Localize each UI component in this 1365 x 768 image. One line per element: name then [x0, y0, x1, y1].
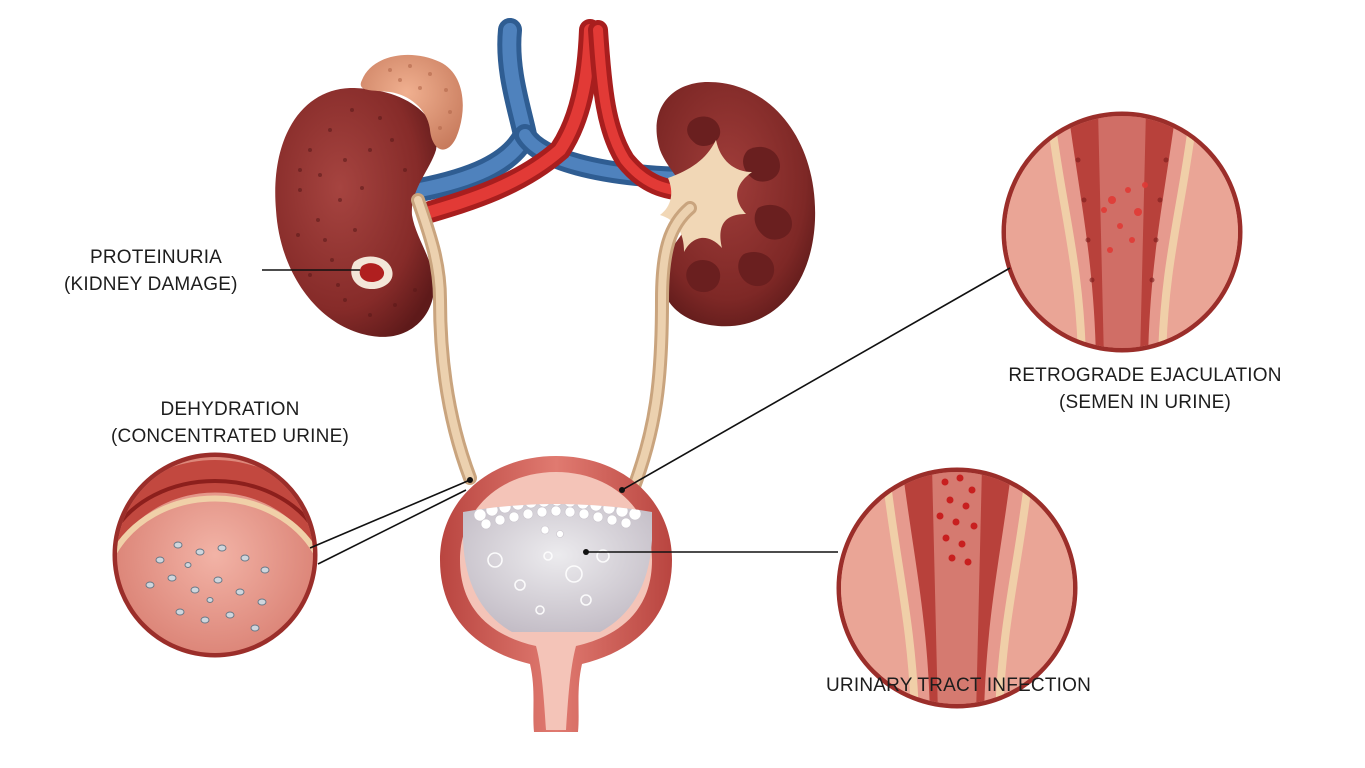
- dehydration-magnified-view: [112, 452, 318, 658]
- proteinuria-label: PROTEINURIA (KIDNEY DAMAGE): [64, 244, 238, 298]
- proteinuria-title: PROTEINURIA: [90, 247, 223, 268]
- retrograde-ejaculation-title: RETROGRADE EJACULATION: [1008, 365, 1282, 386]
- uti-title: URINARY TRACT INFECTION: [826, 675, 1092, 696]
- leader-lines: [262, 267, 1011, 565]
- adrenal-gland: [360, 54, 463, 150]
- retrograde-ejaculation-magnified-view: [1001, 111, 1243, 353]
- bladder: [440, 456, 672, 732]
- dehydration-label: DEHYDRATION (CONCENTRATED URINE): [100, 396, 360, 450]
- dehydration-title: DEHYDRATION: [160, 399, 300, 420]
- leader-dots: [467, 477, 625, 555]
- right-kidney: [656, 81, 816, 327]
- retrograde-ejaculation-subtitle: (SEMEN IN URINE): [1058, 392, 1232, 413]
- blood-vessels: [408, 18, 700, 223]
- retrograde-ejaculation-label: RETROGRADE EJACULATION (SEMEN IN URINE): [995, 362, 1295, 416]
- ureters: [411, 193, 697, 499]
- left-kidney: [275, 88, 437, 337]
- uti-label: URINARY TRACT INFECTION: [826, 672, 1091, 699]
- proteinuria-subtitle: (KIDNEY DAMAGE): [64, 274, 238, 295]
- dehydration-subtitle: (CONCENTRATED URINE): [111, 426, 349, 447]
